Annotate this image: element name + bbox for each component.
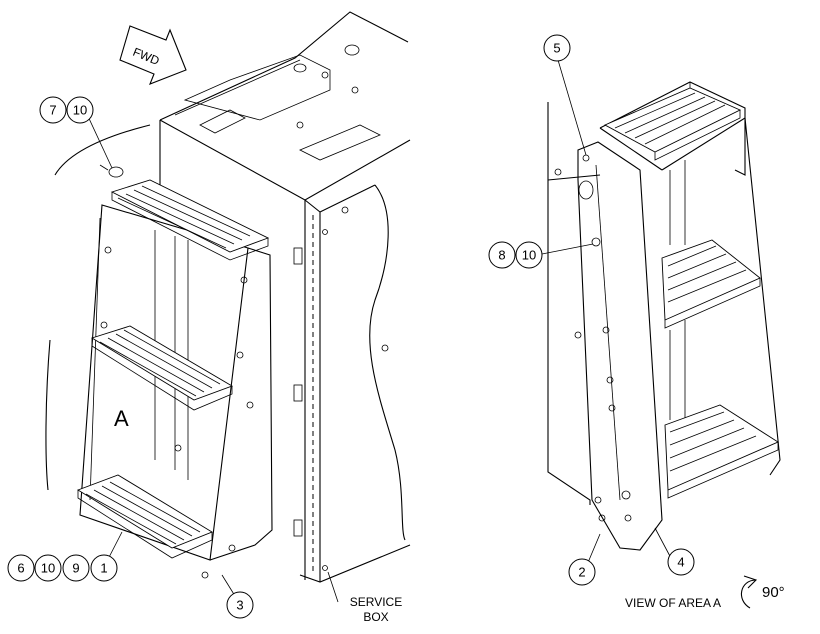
left-installation-view: FWD	[7, 11, 411, 624]
callout-1: 1	[90, 554, 118, 582]
svg-text:8: 8	[498, 248, 505, 263]
lower-tread	[76, 474, 214, 559]
area-a-label: A	[114, 406, 129, 431]
callout-4: 4	[667, 548, 695, 576]
callout-9: 9	[62, 554, 90, 582]
svg-text:5: 5	[553, 41, 560, 56]
callout-6: 6	[7, 554, 35, 582]
callout-8: 8	[488, 241, 516, 269]
right-middle-tread	[661, 239, 761, 329]
right-upper-tread	[603, 87, 742, 161]
svg-text:7: 7	[49, 103, 56, 118]
callout-10-right: 10	[515, 241, 543, 269]
rotation-icon	[740, 575, 758, 609]
callout-2: 2	[568, 558, 596, 586]
fwd-arrow: FWD	[119, 25, 187, 85]
callout-3: 3	[226, 591, 254, 619]
svg-text:BOX: BOX	[363, 610, 388, 624]
svg-text:10: 10	[522, 248, 536, 263]
svg-text:6: 6	[17, 561, 24, 576]
svg-text:1: 1	[100, 561, 107, 576]
service-box-label: SERVICE BOX	[350, 595, 402, 624]
right-leaders	[541, 59, 673, 573]
callout-10-upper-left: 10	[66, 96, 94, 124]
callout-10-lower-left: 10	[34, 554, 62, 582]
machine-body	[45, 11, 411, 583]
svg-text:SERVICE: SERVICE	[350, 595, 402, 609]
view-of-area-a-label: VIEW OF AREA A	[625, 596, 721, 610]
callout-5: 5	[543, 34, 571, 62]
upper-tread	[110, 179, 270, 261]
middle-tread	[90, 325, 234, 411]
rotation-angle: 90°	[762, 584, 785, 601]
fwd-arrow-label: FWD	[131, 45, 162, 68]
step-assembly-a: A	[76, 164, 273, 579]
svg-text:2: 2	[578, 565, 585, 580]
left-leaders	[85, 111, 339, 605]
svg-text:10: 10	[41, 561, 55, 576]
svg-text:9: 9	[72, 561, 79, 576]
right-detail-view: 5 8 10 2 4 VIEW OF AREA A 90°	[488, 34, 785, 610]
callout-7: 7	[39, 96, 67, 124]
right-lower-tread	[664, 404, 779, 499]
svg-text:3: 3	[236, 598, 243, 613]
svg-text:10: 10	[73, 103, 87, 118]
svg-text:4: 4	[677, 555, 684, 570]
